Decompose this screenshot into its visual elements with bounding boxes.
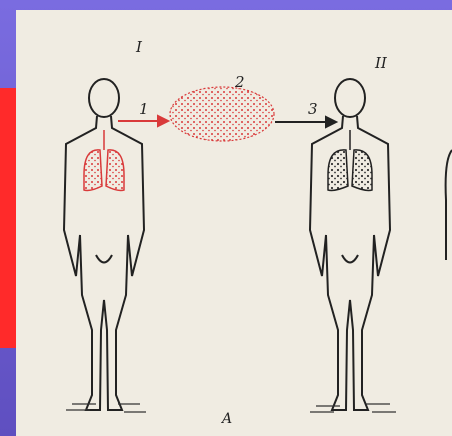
diagram-svg bbox=[16, 10, 452, 436]
figure-person-2 bbox=[310, 79, 390, 410]
lungs-dark bbox=[328, 130, 372, 191]
arrow-1-label: 1 bbox=[139, 100, 149, 118]
arrow-3 bbox=[275, 117, 336, 127]
figure-1-label: I bbox=[136, 38, 142, 56]
cloud-label: 2 bbox=[235, 73, 245, 91]
figure-person-1 bbox=[64, 79, 144, 410]
arrow-3-label: 3 bbox=[308, 100, 318, 118]
caption-label: A bbox=[222, 411, 232, 427]
figure-2-label: II bbox=[375, 54, 387, 72]
lungs-infected bbox=[84, 130, 124, 191]
figure-person-3-partial bbox=[446, 150, 452, 260]
droplet-cloud bbox=[170, 87, 274, 141]
diagram-paper: I 2 1 3 II A bbox=[16, 10, 452, 436]
left-red-bar bbox=[0, 88, 16, 348]
